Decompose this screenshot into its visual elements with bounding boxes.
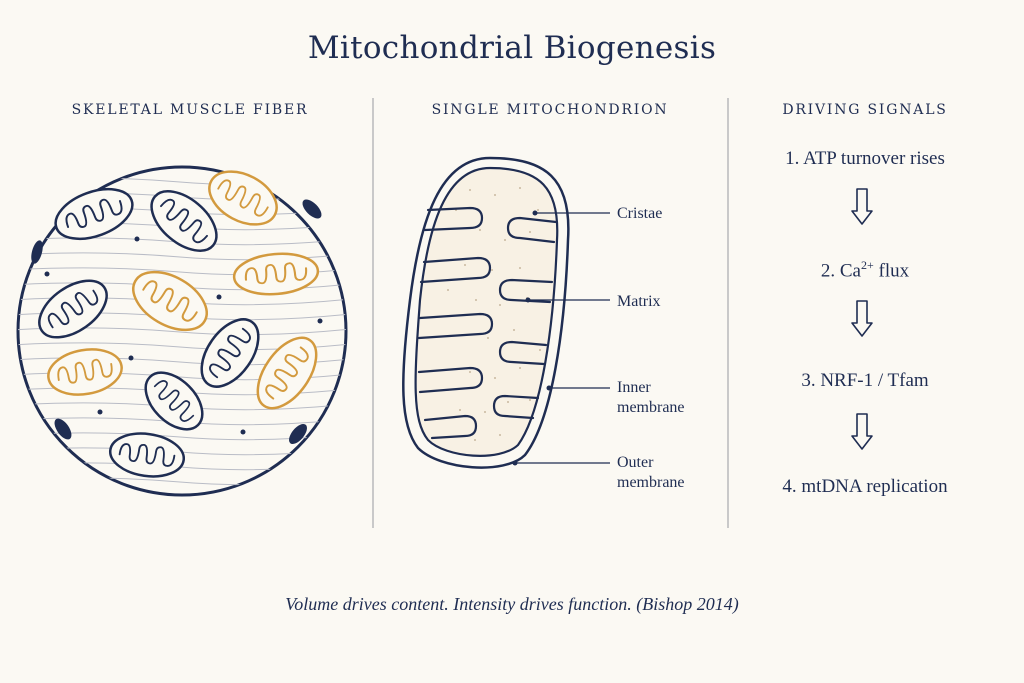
glycogen-dots xyxy=(44,236,323,435)
label-cristae: Cristae xyxy=(617,205,663,222)
label-outer-membrane: Outer membrane xyxy=(617,453,685,493)
leader-dots xyxy=(512,210,552,466)
down-arrow-icon xyxy=(851,413,873,450)
fiber-column-heading: SKELETAL MUSCLE FIBER xyxy=(71,102,309,118)
mitochondrion-detail xyxy=(402,156,610,469)
label-inner-line2: membrane xyxy=(617,399,685,416)
leader-lines xyxy=(515,212,610,464)
signal-step-2-superscript: 2+ xyxy=(860,258,874,272)
label-outer-line2: membrane xyxy=(617,474,685,491)
mitochondria-navy xyxy=(38,187,260,478)
signal-step-2: 2. Ca2+ flux xyxy=(740,258,990,282)
label-inner-line1: Inner xyxy=(617,379,651,396)
column-divider-right xyxy=(727,98,729,528)
down-arrow-icon xyxy=(851,188,873,225)
mitochondria-gold xyxy=(47,170,320,410)
signal-step-4: 4. mtDNA replication xyxy=(782,476,948,497)
cristae-folds xyxy=(417,206,558,440)
signal-step-3: 3. NRF-1 / Tfam xyxy=(801,370,929,391)
caption: Volume drives content. Intensity drives … xyxy=(285,594,739,614)
signals-column-heading: DRIVING SIGNALS xyxy=(782,102,948,118)
muscle-fiber xyxy=(16,165,348,497)
page-title: Mitochondrial Biogenesis xyxy=(307,30,717,66)
signal-step-2-suffix: flux xyxy=(873,260,910,282)
nuclei xyxy=(31,199,322,444)
label-matrix: Matrix xyxy=(617,293,661,310)
label-outer-line1: Outer xyxy=(617,454,654,471)
signal-step-2-prefix: 2. Ca xyxy=(820,260,861,282)
column-divider-left xyxy=(372,98,374,528)
label-inner-membrane: Inner membrane xyxy=(617,378,685,418)
mitochondrion-column-heading: SINGLE MITOCHONDRION xyxy=(431,102,669,118)
down-arrow-icon xyxy=(851,300,873,337)
signal-step-1: 1. ATP turnover rises xyxy=(785,148,945,169)
